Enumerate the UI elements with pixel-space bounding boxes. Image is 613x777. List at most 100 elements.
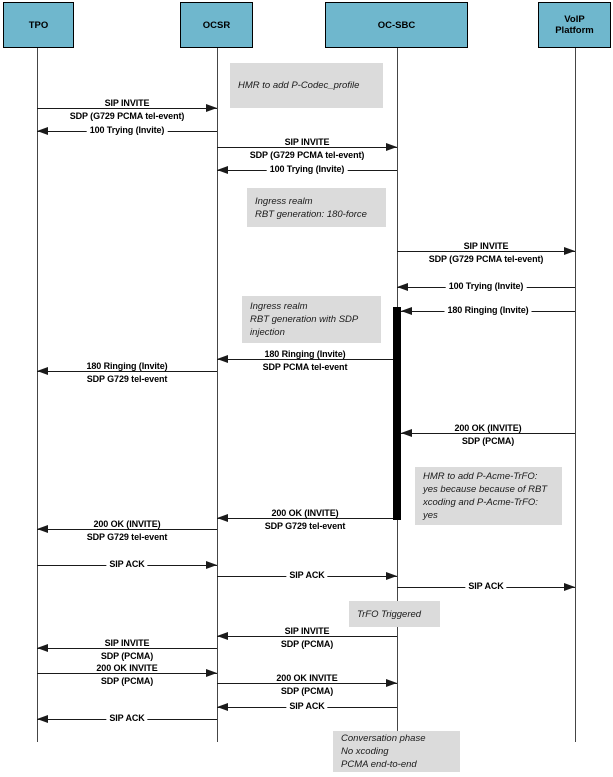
- message-label: SDP (PCMA): [280, 686, 334, 696]
- message-label: SDP G729 tel-event: [264, 521, 346, 531]
- actor-box-oc-sbc: OC-SBC: [325, 2, 468, 48]
- arrowhead-icon: [37, 644, 48, 652]
- message-line: [37, 371, 217, 372]
- message-label: 180 Ringing (Invite): [444, 305, 532, 316]
- actor-label-line: OC-SBC: [377, 19, 416, 31]
- note-text: No xcoding: [341, 746, 389, 757]
- message-line: [217, 359, 393, 360]
- message-label: 200 OK INVITE: [96, 663, 158, 673]
- arrowhead-icon: [564, 583, 575, 591]
- message-line: [217, 147, 397, 148]
- note-text: yes because because of RBT: [423, 484, 548, 495]
- arrowhead-icon: [217, 632, 228, 640]
- lifeline-tpo: [37, 48, 38, 742]
- message-label: SIP ACK: [106, 559, 148, 570]
- message-label: SDP (PCMA): [100, 651, 154, 661]
- message-label: 200 OK (INVITE): [454, 423, 522, 433]
- message-line: [217, 683, 397, 684]
- message-label: SDP (PCMA): [100, 676, 154, 686]
- message-line: [37, 529, 217, 530]
- actor-label-line: TPO: [28, 19, 49, 31]
- message-label: 180 Ringing (Invite): [86, 361, 168, 371]
- message-label: 100 Trying (Invite): [86, 125, 168, 136]
- arrowhead-icon: [217, 514, 228, 522]
- note: HMR to add P-Acme-TrFO: yes because becau…: [415, 467, 562, 525]
- message-label: 200 OK (INVITE): [93, 519, 161, 529]
- actor-box-tpo: TPO: [3, 2, 74, 48]
- message-label: SIP INVITE: [284, 626, 330, 636]
- message-label: 180 Ringing (Invite): [264, 349, 346, 359]
- message-label: 200 OK INVITE: [276, 673, 338, 683]
- note: TrFO Triggered: [349, 601, 440, 627]
- note-text: Ingress realm: [255, 195, 313, 207]
- arrowhead-icon: [37, 525, 48, 533]
- note-text: RBT generation: 180-force: [255, 208, 367, 220]
- message-label: SDP (G729 PCMA tel-event): [249, 150, 365, 160]
- arrowhead-icon: [206, 104, 217, 112]
- note-text: HMR to add P-Acme-TrFO:: [423, 471, 538, 482]
- message-label: 200 OK (INVITE): [271, 508, 339, 518]
- note: HMR to add P-Codec_profile: [230, 63, 383, 108]
- message-label: SIP INVITE: [284, 137, 330, 147]
- message-line: [397, 251, 575, 252]
- actor-box-ocsr: OCSR: [180, 2, 253, 48]
- message-label: SDP (G729 PCMA tel-event): [69, 111, 185, 121]
- message-label: 100 Trying (Invite): [445, 281, 527, 292]
- message-label: SIP ACK: [286, 570, 328, 581]
- actor-label-line: Platform: [555, 25, 594, 36]
- arrowhead-icon: [564, 247, 575, 255]
- message-label: SIP INVITE: [104, 638, 150, 648]
- arrowhead-icon: [206, 561, 217, 569]
- activation-bar-oc-sbc: [393, 307, 401, 520]
- actor-label: OC-SBC: [378, 20, 415, 31]
- message-label: SDP G729 tel-event: [86, 374, 168, 384]
- note-text: PCMA end-to-end: [341, 759, 417, 770]
- actor-label-line: OCSR: [202, 19, 231, 31]
- arrowhead-icon: [397, 283, 408, 291]
- note-text: TrFO Triggered: [357, 608, 422, 620]
- arrowhead-icon: [37, 127, 48, 135]
- arrowhead-icon: [217, 703, 228, 711]
- arrowhead-icon: [386, 679, 397, 687]
- note-text: xcoding and P-Acme-TrFO:: [423, 497, 538, 508]
- message-label: SDP (PCMA): [461, 436, 515, 446]
- arrowhead-icon: [401, 429, 412, 437]
- arrowhead-icon: [206, 669, 217, 677]
- actor-label-line: VoIP: [564, 14, 585, 25]
- arrowhead-icon: [386, 572, 397, 580]
- message-label: SDP PCMA tel-event: [262, 362, 348, 372]
- arrowhead-icon: [217, 166, 228, 174]
- message-line: [37, 673, 217, 674]
- actor-label: TPO: [29, 20, 49, 31]
- note-text: RBT generation with SDP: [250, 314, 359, 325]
- message-line: [217, 518, 393, 519]
- message-label: SIP INVITE: [463, 241, 509, 251]
- note-text: Conversation phase: [341, 733, 426, 744]
- message-label: SDP (G729 PCMA tel-event): [428, 254, 544, 264]
- lifeline-ocsr: [217, 48, 218, 742]
- arrowhead-icon: [386, 143, 397, 151]
- message-label: 100 Trying (Invite): [266, 164, 348, 175]
- lifeline-voip: [575, 48, 576, 742]
- message-label: SIP ACK: [286, 701, 328, 712]
- message-line: [217, 636, 397, 637]
- message-label: SIP ACK: [465, 581, 507, 592]
- arrowhead-icon: [37, 715, 48, 723]
- note-text: injection: [250, 327, 285, 338]
- note-text: Ingress realm: [250, 301, 308, 312]
- arrowhead-icon: [37, 367, 48, 375]
- note-text: yes: [423, 510, 438, 521]
- message-label: SDP G729 tel-event: [86, 532, 168, 542]
- arrowhead-icon: [217, 355, 228, 363]
- message-line: [37, 648, 217, 649]
- message-label: SDP (PCMA): [280, 639, 334, 649]
- message-label: SIP INVITE: [104, 98, 150, 108]
- note-text: HMR to add P-Codec_profile: [238, 80, 360, 91]
- message-line: [401, 433, 575, 434]
